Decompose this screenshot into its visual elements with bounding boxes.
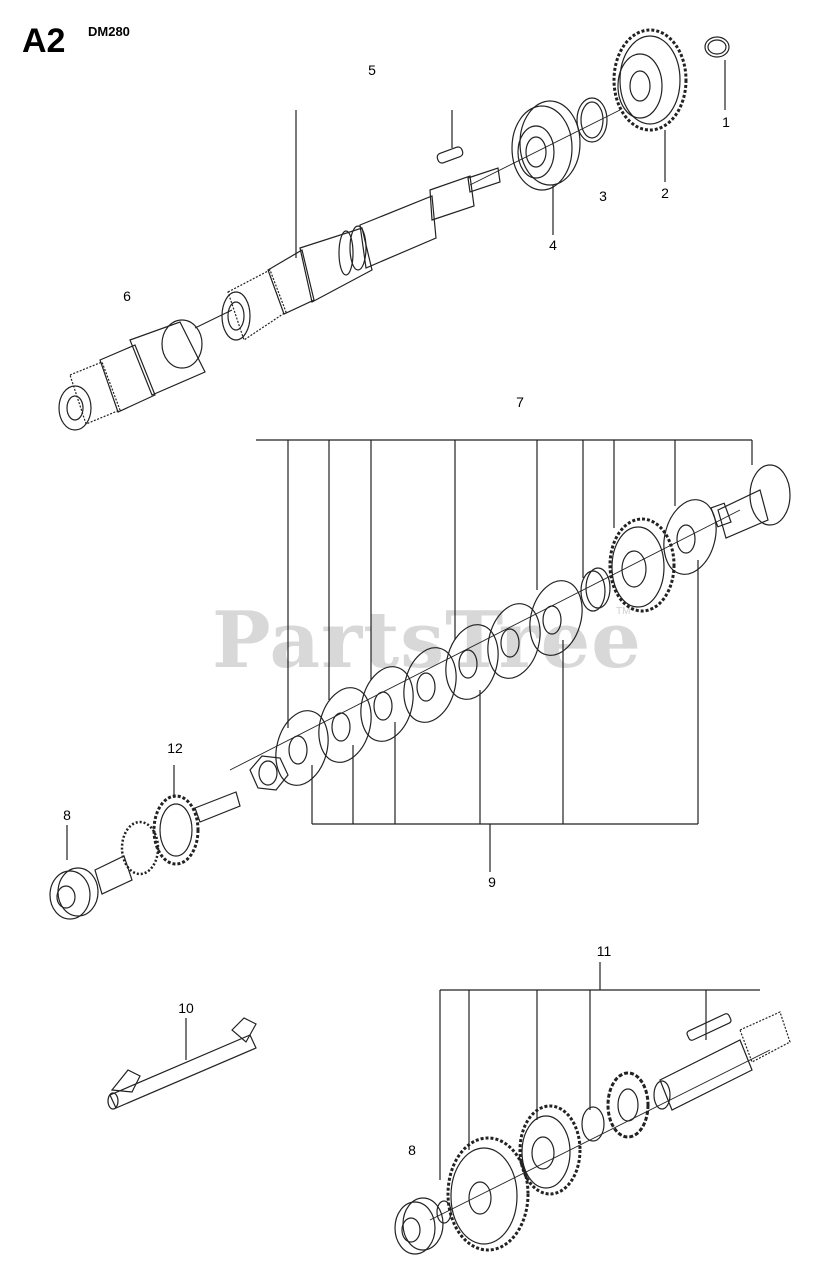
callout-1: 1 <box>722 114 730 130</box>
gear-part-2 <box>614 30 686 130</box>
adapter-part-6 <box>59 320 205 430</box>
axis-line-gear-kit <box>230 510 740 770</box>
axis-line-gear-set <box>430 1050 770 1220</box>
callout-4: 4 <box>549 237 557 253</box>
retaining-ring-part <box>582 1107 604 1141</box>
circlip-part <box>705 37 729 57</box>
circlip-inner <box>708 40 726 54</box>
gear-part-kit <box>610 519 674 611</box>
hub-part <box>711 465 790 538</box>
callout-7: 7 <box>516 394 524 410</box>
callout-5: 5 <box>368 62 376 78</box>
spindle-assembly <box>59 30 729 430</box>
lever-part-10 <box>108 1018 256 1109</box>
key-part <box>436 146 464 164</box>
watermark: PartsTree <box>212 595 642 686</box>
retaining-ring-3 <box>577 98 607 142</box>
diagram-code: A2 <box>22 22 66 60</box>
gear-part-middle <box>520 1106 580 1194</box>
ring-part-back <box>586 568 610 608</box>
callout-2: 2 <box>661 185 669 201</box>
gear-kit-assembly <box>50 440 790 919</box>
small-ring-part <box>437 1201 451 1223</box>
callout-11: 11 <box>596 943 612 959</box>
watermark-trademark: TM <box>616 606 631 617</box>
gear-part-large <box>448 1138 528 1250</box>
ring-part <box>581 571 605 611</box>
pinion-shaft-12 <box>95 765 240 894</box>
output-shaft-part <box>654 1012 790 1110</box>
clutch-gear-part <box>608 1073 648 1137</box>
shim-washers <box>268 494 724 791</box>
callout-12: 12 <box>167 740 183 756</box>
callout-8-lower: 8 <box>408 1142 416 1158</box>
bearing-part-4 <box>512 101 580 190</box>
callout-6: 6 <box>123 288 131 304</box>
key-part-lower <box>686 1013 732 1042</box>
bearing-part-8b <box>395 1198 443 1254</box>
callout-8-upper: 8 <box>63 807 71 823</box>
callout-10: 10 <box>178 1000 194 1016</box>
axis-line <box>195 310 232 328</box>
nut-part <box>250 756 288 790</box>
bearing-part-8a <box>50 825 98 919</box>
model-number: DM280 <box>88 24 130 39</box>
callout-9: 9 <box>488 874 496 890</box>
callout-3: 3 <box>599 188 607 204</box>
main-shaft-5 <box>222 168 500 340</box>
gear-set-assembly-11 <box>395 962 790 1254</box>
